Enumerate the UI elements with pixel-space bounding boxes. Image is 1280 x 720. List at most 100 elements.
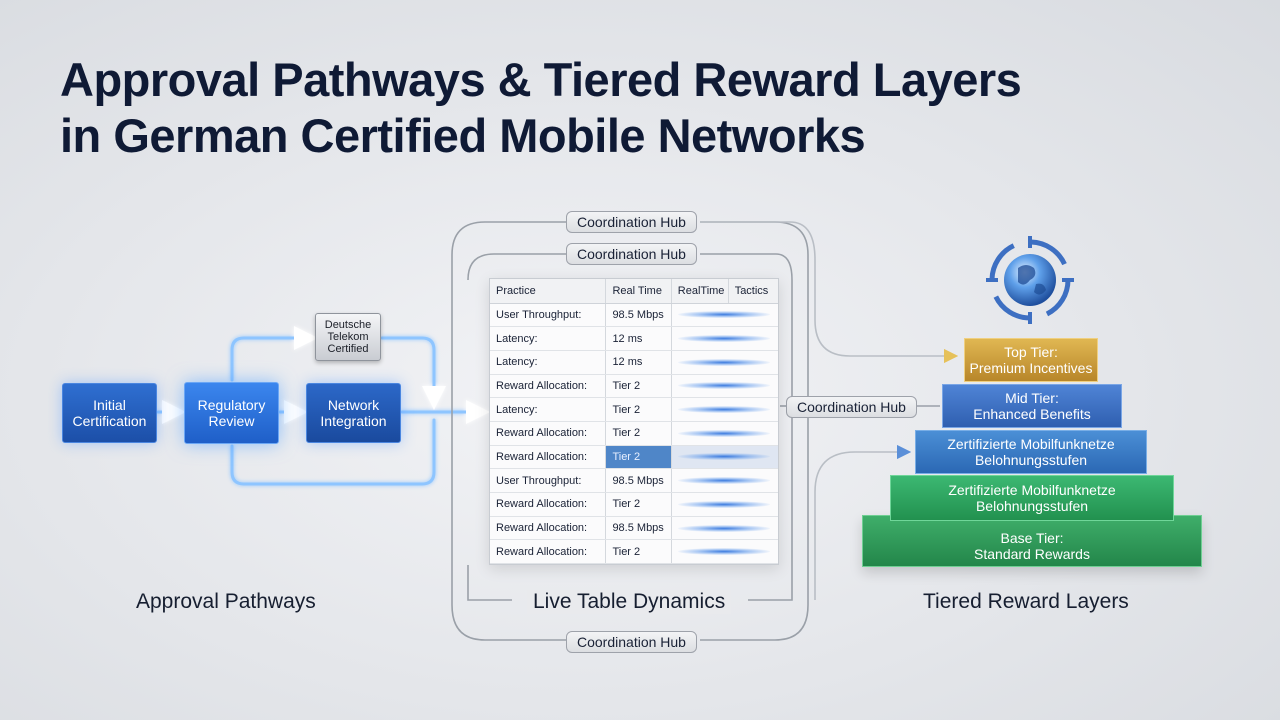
tier-green-line-1: Zertifizierte Mobilfunknetze <box>948 482 1116 498</box>
table-cell: Latency: <box>490 397 606 422</box>
coordination-hub-right: Coordination Hub <box>786 396 917 418</box>
table-header-row: Practice Real Time RealTime Tactics <box>490 279 778 304</box>
table-cell: 12 ms <box>605 326 672 351</box>
table-row: Latency: 12 ms <box>490 326 778 351</box>
coordination-hub-top: Coordination Hub <box>566 211 697 233</box>
table-cell: Reward Allocation: <box>490 516 606 541</box>
tier-base: Base Tier: Standard Rewards <box>862 515 1202 567</box>
activity-glow-cell <box>670 492 778 517</box>
table-row-selected: Reward Allocation: Tier 2 <box>490 445 778 470</box>
table-cell: Latency: <box>490 326 606 351</box>
activity-glow-cell <box>670 539 778 565</box>
activity-glow <box>677 335 770 343</box>
table-cell: Reward Allocation: <box>490 492 606 517</box>
tier-top-line-1: Top Tier: <box>1004 344 1058 360</box>
table-cell: Reward Allocation: <box>490 445 606 470</box>
telekom-certified-badge: Deutsche Telekom Certified <box>315 313 381 361</box>
badge-line-1: Deutsche <box>324 319 372 331</box>
activity-glow <box>677 358 770 366</box>
table-row: Latency: Tier 2 <box>490 397 778 422</box>
tier-blue-zertifizierte: Zertifizierte Mobilfunknetze Belohnungss… <box>915 430 1147 474</box>
page-title: Approval Pathways & Tiered Reward Layers… <box>60 52 1022 164</box>
globe-target-icon <box>980 232 1080 328</box>
table-cell: Tier 2 <box>605 492 672 517</box>
regulatory-review-box: Regulatory Review <box>184 382 279 444</box>
column-header: Practice <box>490 279 606 304</box>
tier-mid-line-1: Mid Tier: <box>1005 390 1059 406</box>
activity-glow-cell <box>670 303 778 328</box>
live-table-label: Live Table Dynamics <box>527 590 732 614</box>
column-header: Real Time <box>605 279 672 304</box>
table-cell: Tier 2 <box>605 374 672 399</box>
activity-glow-cell <box>670 397 778 422</box>
metrics-table: Practice Real Time RealTime Tactics User… <box>490 279 778 565</box>
activity-glow-cell <box>670 326 778 351</box>
approval-pathways-label: Approval Pathways <box>136 590 316 613</box>
activity-glow <box>677 382 770 390</box>
table-cell: Reward Allocation: <box>490 421 606 446</box>
table-cell: 12 ms <box>605 350 672 375</box>
table-cell: 98.5 Mbps <box>605 468 672 493</box>
table-cell: Reward Allocation: <box>490 374 606 399</box>
coordination-hub-upper: Coordination Hub <box>566 243 697 265</box>
column-header: Tactics <box>727 279 778 304</box>
table-cell: Tier 2 <box>605 421 672 446</box>
table-row: User Throughput: 98.5 Mbps <box>490 303 778 328</box>
tier-top-line-2: Premium Incentives <box>969 360 1093 376</box>
network-integration-line-2: Integration <box>320 413 387 429</box>
activity-glow-cell <box>670 374 778 399</box>
initial-certification-line-2: Certification <box>72 413 147 429</box>
table-cell: 98.5 Mbps <box>605 303 672 328</box>
table-row: Reward Allocation: Tier 2 <box>490 374 778 399</box>
table-cell: User Throughput: <box>490 303 606 328</box>
activity-glow-cell <box>670 350 778 375</box>
tier-mid-line-2: Enhanced Benefits <box>973 406 1091 422</box>
activity-glow <box>677 500 770 508</box>
table-row: Reward Allocation: Tier 2 <box>490 539 778 565</box>
activity-glow-cell <box>670 516 778 541</box>
regulatory-review-line-1: Regulatory <box>197 397 266 413</box>
activity-glow-cell <box>670 445 778 470</box>
live-table: Practice Real Time RealTime Tactics User… <box>489 278 779 565</box>
badge-line-3: Certified <box>327 343 369 355</box>
badge-line-2: Telekom <box>327 331 369 343</box>
coordination-hub-bottom: Coordination Hub <box>566 631 697 653</box>
table-cell: 98.5 Mbps <box>605 516 672 541</box>
tier-top: Top Tier: Premium Incentives <box>964 338 1098 382</box>
tier-green-line-2: Belohnungsstufen <box>975 498 1089 514</box>
table-row: User Throughput: 98.5 Mbps <box>490 468 778 493</box>
activity-glow <box>677 311 770 319</box>
table-row: Reward Allocation: Tier 2 <box>490 492 778 517</box>
activity-glow <box>677 524 770 532</box>
regulatory-review-line-2: Review <box>208 413 255 429</box>
initial-certification-line-1: Initial <box>93 397 126 413</box>
activity-glow <box>677 548 770 556</box>
tiered-reward-layers-label: Tiered Reward Layers <box>923 590 1129 613</box>
activity-glow <box>677 477 770 485</box>
table-cell-selected: Tier 2 <box>605 445 672 470</box>
activity-glow <box>677 453 770 461</box>
tier-blue-line-1: Zertifizierte Mobilfunknetze <box>947 436 1115 452</box>
table-cell: Latency: <box>490 350 606 375</box>
table-cell: Reward Allocation: <box>490 539 606 565</box>
table-row: Reward Allocation: 98.5 Mbps <box>490 516 778 541</box>
activity-glow <box>677 406 770 414</box>
title-line-1: Approval Pathways & Tiered Reward Layers <box>60 53 1022 106</box>
table-cell: User Throughput: <box>490 468 606 493</box>
activity-glow-cell <box>670 468 778 493</box>
activity-glow <box>677 429 770 437</box>
tier-blue-line-2: Belohnungsstufen <box>974 452 1088 468</box>
tier-base-line-1: Base Tier: <box>1000 530 1064 546</box>
initial-certification-box: Initial Certification <box>62 383 157 443</box>
column-header: RealTime <box>670 279 729 304</box>
tier-base-line-2: Standard Rewards <box>974 546 1090 562</box>
tier-mid: Mid Tier: Enhanced Benefits <box>942 384 1122 428</box>
activity-glow-cell <box>670 421 778 446</box>
table-row: Latency: 12 ms <box>490 350 778 375</box>
table-row: Reward Allocation: Tier 2 <box>490 421 778 446</box>
tier-green-zertifizierte: Zertifizierte Mobilfunknetze Belohnungss… <box>890 475 1174 521</box>
table-cell: Tier 2 <box>605 539 672 565</box>
network-integration-box: Network Integration <box>306 383 401 443</box>
network-integration-line-1: Network <box>327 397 380 413</box>
